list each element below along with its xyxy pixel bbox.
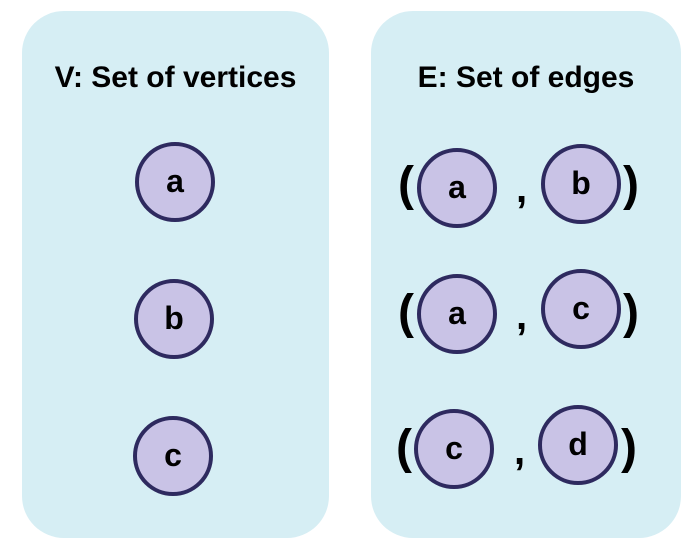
edge-target-label: c [572,289,590,326]
edge-target-node: b [541,144,621,224]
edge-close-paren: ) [621,421,637,474]
edge-target-node: d [538,405,618,485]
edge-source-label: c [445,429,463,466]
edge-separator: , [514,429,526,473]
edge-separator: , [516,294,528,338]
edge-open-paren: ( [396,421,412,474]
vertex-label: c [164,436,182,473]
edge-target-label: d [568,425,588,462]
edge-close-paren: ) [623,158,639,211]
vertex-node: a [135,142,215,222]
edge-target-label: b [571,164,591,201]
edge-source-label: a [448,294,466,331]
edge-source-node: a [417,274,497,354]
vertices-panel-title: V: Set of vertices [54,61,297,94]
vertex-node: b [134,279,214,359]
vertices-panel: V: Set of vertices a b c [22,11,329,538]
vertex-label: b [164,299,184,336]
edge-source-label: a [448,168,466,205]
edge-close-paren: ) [623,286,639,339]
edge-target-node: c [541,269,621,349]
edge-source-node: c [414,409,494,489]
edges-panel: E: Set of edges ( a , b ) ( a , c ) ( c … [371,11,681,538]
edges-panel-title: E: Set of edges [417,61,635,94]
vertex-label: a [166,162,184,199]
edge-separator: , [516,167,528,211]
edge-source-node: a [417,148,497,228]
vertex-node: c [133,416,213,496]
edge-open-paren: ( [398,158,414,211]
edge-open-paren: ( [398,286,414,339]
